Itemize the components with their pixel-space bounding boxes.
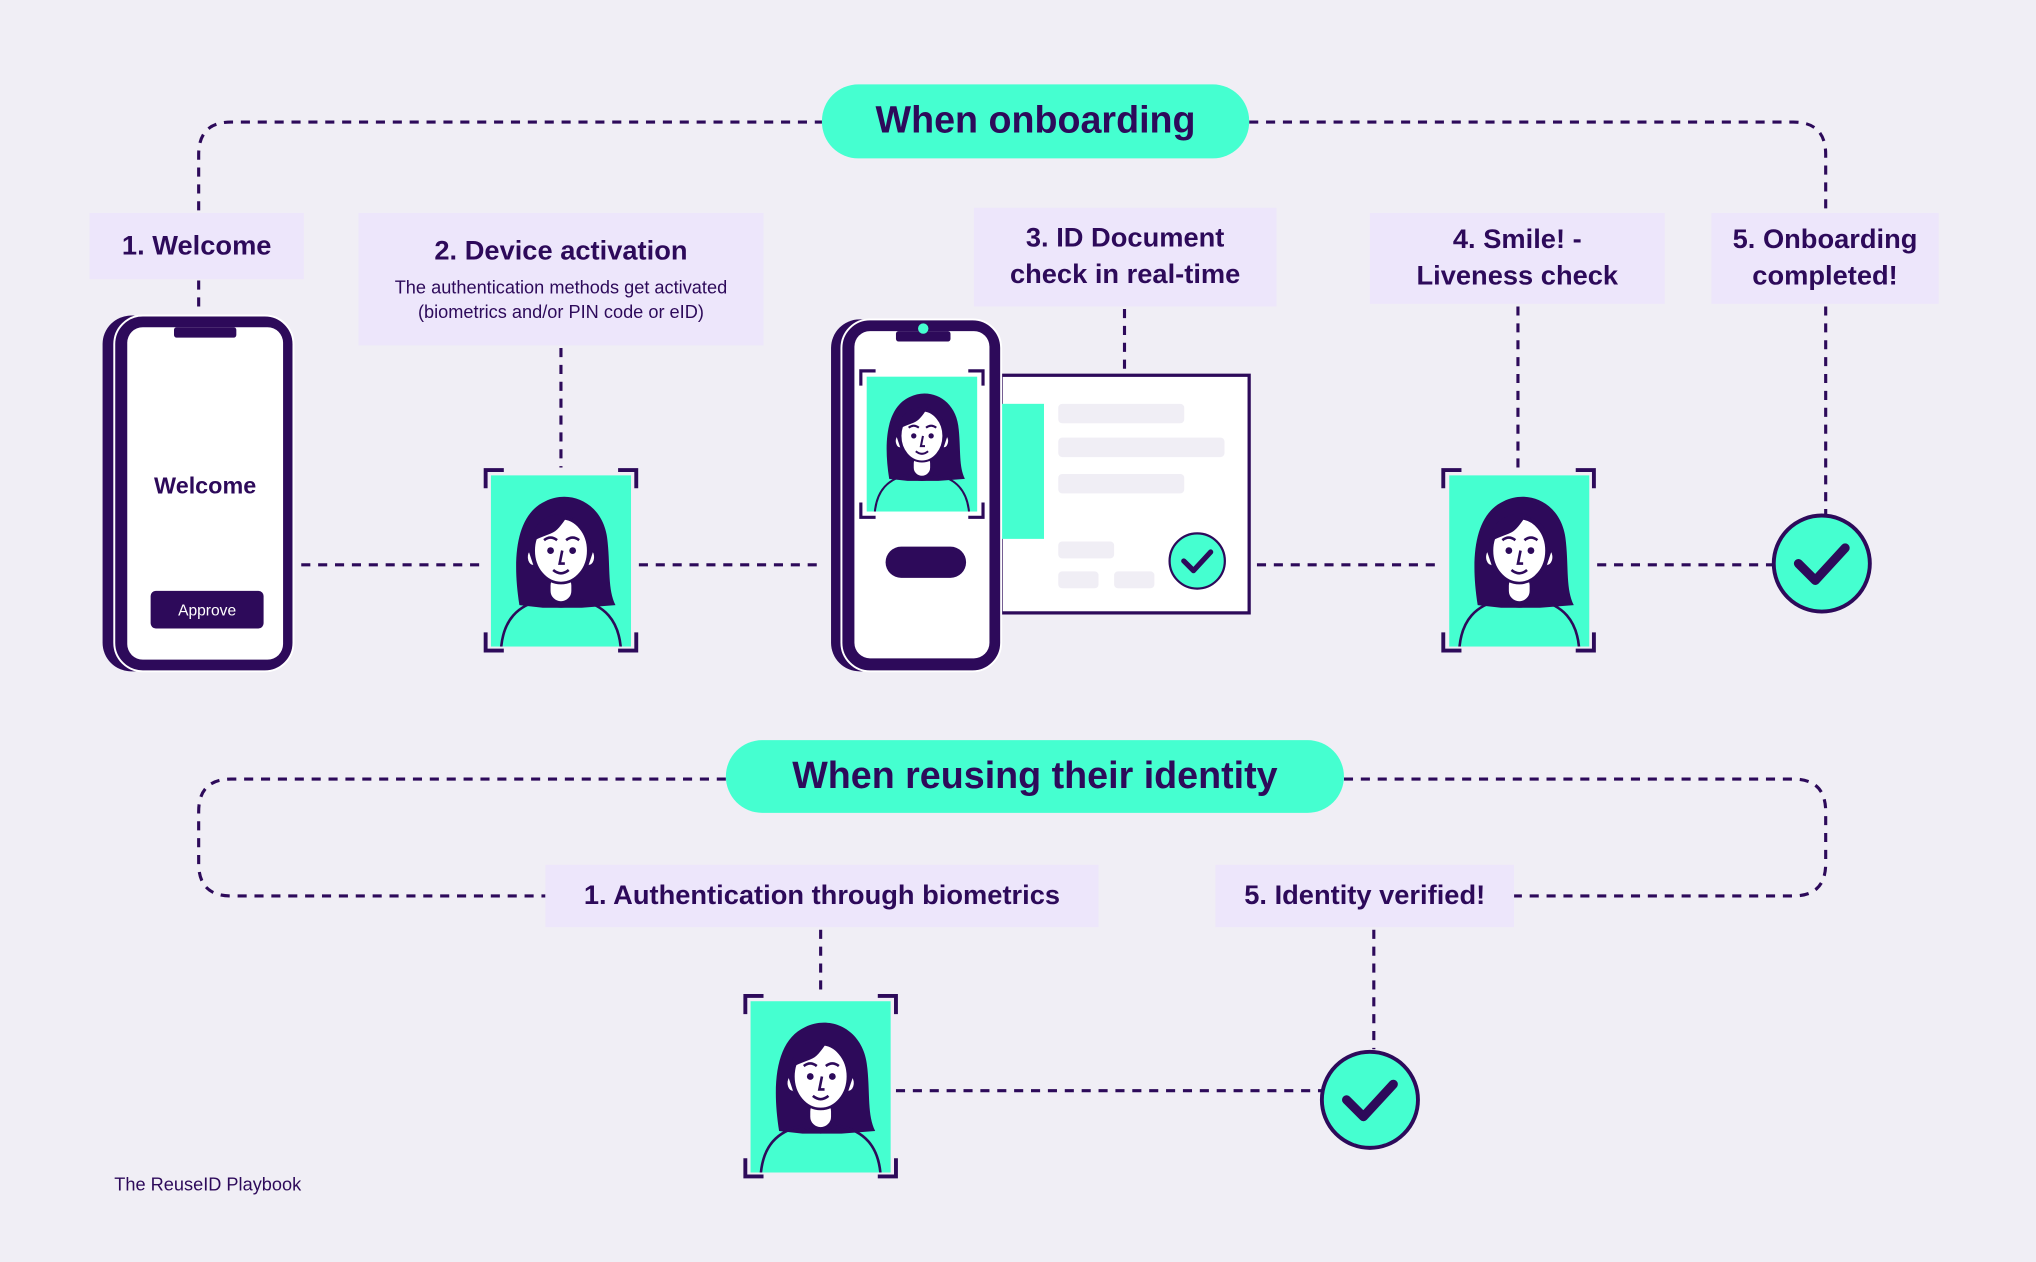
step-title-line: completed! — [1752, 260, 1898, 291]
check-circle-icon — [1774, 516, 1870, 612]
step-description: The authentication methods get activated… — [395, 275, 727, 324]
section-title-reuse: When reusing their identity — [725, 740, 1344, 813]
description-line: The authentication methods get activated — [394, 276, 728, 298]
step-welcome-label: 1. Welcome — [89, 212, 304, 280]
step-title-line: Liveness check — [1416, 260, 1619, 291]
check-circle-icon — [1322, 1052, 1418, 1148]
approve-button[interactable]: Approve — [150, 590, 264, 629]
phone-welcome-heading: Welcome — [154, 472, 257, 499]
description-line: (biometrics and/or PIN code or eID) — [417, 301, 704, 323]
step-title: 1. Authentication through biometrics — [583, 880, 1061, 911]
step-title: 2. Device activation — [434, 236, 688, 267]
step-title-line: check in real-time — [1009, 259, 1241, 290]
step-id-document-label: 3. ID Document check in real-time — [973, 207, 1277, 307]
face-avatar-icon — [490, 475, 632, 647]
step-title: 1. Welcome — [121, 230, 272, 261]
section-title-onboarding: When onboarding — [821, 84, 1250, 159]
footer-brand: The ReuseID Playbook — [114, 1173, 302, 1195]
dashed-connectors — [197, 120, 1828, 1093]
step-completed-label: 5. Onboarding completed! — [1711, 212, 1939, 304]
step-title-line: 5. Onboarding — [1732, 224, 1918, 255]
step-liveness-label: 4. Smile! - Liveness check — [1369, 212, 1665, 304]
step-title-line: 4. Smile! - — [1452, 224, 1582, 255]
step-biometric-auth-label: 1. Authentication through biometrics — [545, 864, 1099, 928]
face-avatar-icon — [1449, 475, 1590, 647]
id-document-illustration — [831, 318, 1251, 673]
face-avatar-icon — [750, 1001, 891, 1173]
step-device-activation-label: 2. Device activation The authentication … — [358, 212, 764, 346]
phone-welcome-illustration — [102, 314, 295, 673]
step-title: 5. Identity verified! — [1244, 880, 1486, 911]
step-title-line: 3. ID Document — [1025, 223, 1225, 254]
step-identity-verified-label: 5. Identity verified! — [1215, 864, 1515, 928]
